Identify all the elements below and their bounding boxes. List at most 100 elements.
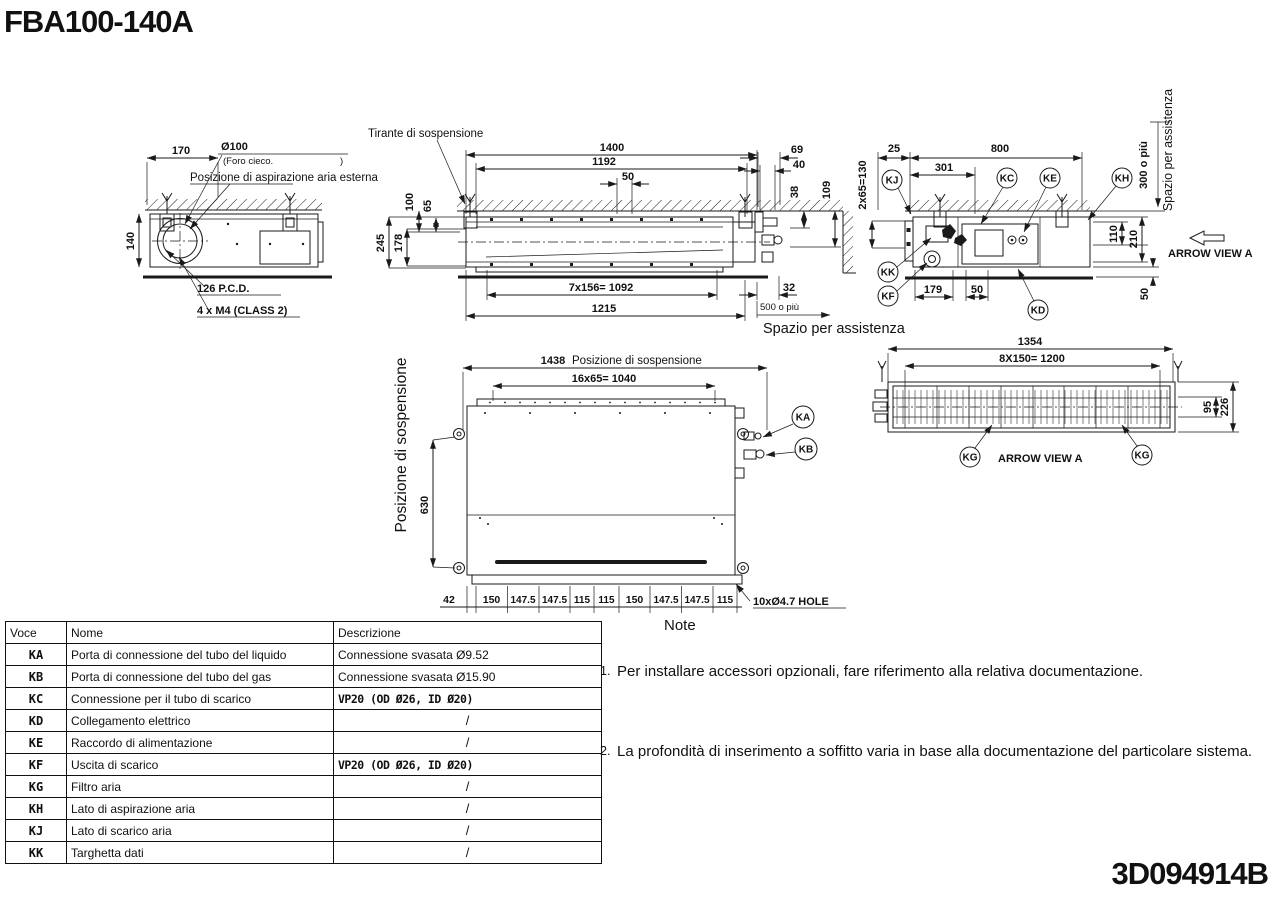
nameplate [925,225,949,243]
wall-hatch [843,211,853,273]
page-title: FBA100-140A [4,4,194,39]
svg-text:KF: KF [881,292,894,303]
svg-text:KK: KK [881,268,896,279]
dim-301: 301 [935,162,953,174]
svg-text:KD: KD [1031,306,1045,317]
ceiling-hatch [457,200,843,211]
dim-8x150: 8X150= 1200 [999,353,1065,365]
svg-text:KJ: KJ [886,176,899,187]
m4-label: 4 x M4 (CLASS 2) [197,305,288,317]
hole-chain-dimension: 42 150 147.5 147.5 115 115 150 147.5 147… [440,586,742,613]
dim-170: 170 [172,145,190,157]
dim-1192: 1192 [592,156,616,168]
dim-16x65: 16x65= 1040 [572,373,637,385]
dim-40: 40 [793,159,805,171]
notes-section: Note 1. Per installare accessori opziona… [600,617,1276,764]
dim-7x156: 7x156= 1092 [569,282,634,294]
hanger-lug [737,428,749,440]
tirante-label: Tirante di sospensione [368,128,483,140]
side-view: 170 Ø100 (Foro cieco. ) Posizione di asp… [125,141,379,318]
drawing-number: 3D094914B [1111,856,1269,891]
dim-110: 110 [1108,225,1120,243]
dim-69: 69 [791,144,803,156]
aspirazione-label: Posizione di aspirazione aria esterna [190,172,379,184]
dim-300-piu: 300 o più [1138,141,1150,189]
dim-95: 95 [1202,401,1214,413]
hanger-lug [737,562,749,574]
dim-38: 38 [789,186,801,198]
ceiling-hatch [910,200,1090,211]
dim-50-bottom: 50 [971,284,983,296]
part-label-ka: KA [762,405,815,438]
dim-1354: 1354 [1018,336,1043,348]
dim-1400: 1400 [600,142,624,154]
part-label-kf: KF [877,262,928,307]
component-blob [942,224,956,239]
dim-226: 226 [1219,398,1231,416]
notes-heading: Note [664,617,696,634]
part-label-kg: KG [1121,424,1153,466]
svg-text:115: 115 [717,595,734,606]
pipe-fittings [734,407,765,479]
part-label-kg: KG [959,424,993,468]
svg-text:147.5: 147.5 [684,595,709,606]
hanger-lug [877,360,887,382]
part-label-kj: KJ [881,169,912,215]
svg-text:10xØ4.7 HOLE: 10xØ4.7 HOLE [753,596,829,608]
svg-text:KC: KC [1000,174,1014,185]
part-label-ke: KE [1023,167,1061,233]
hanger-bolt [738,193,753,229]
arrow-view-a: 1354 8X150= 1200 [872,336,1239,468]
table-header-row: Voce Nome Descrizione [5,621,602,644]
part-label-kk: KK [877,237,932,283]
hanger-bolt [1055,193,1069,228]
spazio-assistenza-label: Spazio per assistenza [763,321,906,337]
dim-800: 800 [991,143,1009,155]
dim-109: 109 [821,181,833,199]
svg-text:147.5: 147.5 [510,595,535,606]
hanger-bracket [282,192,298,232]
dim-500-piu: 500 o più [760,302,799,313]
pcd-label: 126 P.C.D. [197,283,249,295]
svg-text:): ) [340,156,343,167]
note-number: 2. [600,744,611,759]
note-item-2: 2. La profondità di inserimento a soffit… [600,740,1276,763]
dim-245: 245 [375,234,387,252]
pipe-stubs [872,389,888,423]
foro-cieco-label: (Foro cieco. [223,156,273,167]
col-voce: Voce [5,621,67,644]
dim-1438: 1438 [541,355,565,367]
hole-callout: 10xØ4.7 HOLE [735,583,846,609]
note-number: 1. [600,664,611,678]
suspension-rail-dots [489,401,716,404]
note-item-1: 1. Per installare accessori opzionali, f… [600,660,1276,683]
dim-50-right: 50 [1139,288,1151,300]
bottom-slot [495,560,707,564]
dim-178: 178 [393,234,405,252]
part-label-kb: KB [765,437,818,461]
hanger-lug [453,562,465,574]
svg-text:150: 150 [483,594,501,606]
note-text: Per installare accessori opzionali, fare… [617,663,1144,680]
dim-32: 32 [783,282,795,294]
duct-fittings [732,211,783,263]
note-text: La profondità di inserimento a soffitto … [617,743,1253,761]
spazio-assistenza-vertical: Spazio per assistenza [1161,89,1175,211]
drain-outlet [923,250,941,268]
posizione-sospensione-vertical: Posizione di sospensione [393,358,410,533]
col-descrizione: Descrizione [333,621,602,644]
svg-text:KB: KB [799,445,813,456]
technical-drawing: 170 Ø100 (Foro cieco. ) Posizione di asp… [125,89,1253,613]
dim-d100: Ø100 [221,141,248,153]
hanger-bolt [463,193,478,229]
top-flange-ticks [490,218,703,266]
arrow-view-a-title: ARROW VIEW A [998,453,1083,465]
arrow-view-a-marker: ARROW VIEW A [1168,230,1253,260]
hanger-bolt [933,193,947,228]
